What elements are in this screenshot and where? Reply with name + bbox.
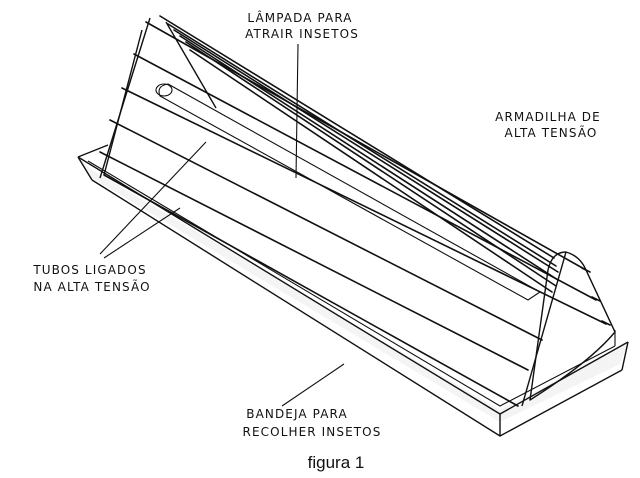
labels: LÂMPADA PARA ATRAIR INSETOS ARMADILHA DE… — [32, 10, 601, 472]
tray-back-rim — [77, 144, 109, 158]
label-tubes-line2: NA ALTA TENSÃO — [33, 279, 150, 294]
rod-front-3 — [121, 87, 607, 325]
uv-lamp — [155, 83, 542, 301]
front-wire-grid — [99, 17, 607, 407]
uv-lamp-tube — [158, 83, 542, 301]
tray-left-end — [77, 156, 93, 181]
label-lamp-line2: ATRAIR INSETOS — [245, 27, 359, 41]
rod-end-2 — [591, 296, 601, 302]
tray-right-end — [621, 341, 629, 371]
uv-lamp-end-cap — [155, 83, 173, 97]
rod-top-1 — [159, 15, 555, 259]
label-lamp-line1: LÂMPADA PARA — [247, 10, 352, 25]
rod-front-5 — [99, 151, 529, 371]
figure-caption: figura 1 — [308, 453, 365, 472]
right-end-plate-shape — [529, 251, 616, 401]
rod-front-2 — [133, 53, 597, 301]
rod-front-1 — [145, 21, 587, 271]
frame-right-slope — [521, 251, 567, 407]
rod-front-4 — [109, 119, 543, 341]
leader-tubes-2 — [103, 207, 181, 259]
frame-left-slope — [99, 17, 151, 179]
leader-tubes-1 — [99, 141, 207, 255]
rod-top-3 — [173, 29, 559, 273]
label-tray-line1: BANDEJA PARA — [246, 407, 348, 421]
tray-inner-edge — [87, 160, 616, 407]
rod-end-1 — [581, 267, 591, 273]
label-tray-line2: RECOLHER INSETOS — [243, 425, 382, 439]
leader-lamp — [295, 43, 299, 179]
rod-end-3 — [601, 320, 611, 326]
leader-tray — [281, 363, 345, 407]
label-trap-line1: ARMADILHA DE — [495, 110, 601, 124]
rod-top-6 — [189, 49, 553, 293]
leader-lines — [99, 43, 345, 407]
label-tubes-line1: TUBOS LIGADOS — [32, 263, 146, 277]
rod-top-2 — [167, 23, 557, 267]
rod-ends-right — [581, 267, 611, 326]
rod-front-6 — [103, 174, 519, 407]
label-trap-line2: ALTA TENSÃO — [505, 125, 598, 140]
